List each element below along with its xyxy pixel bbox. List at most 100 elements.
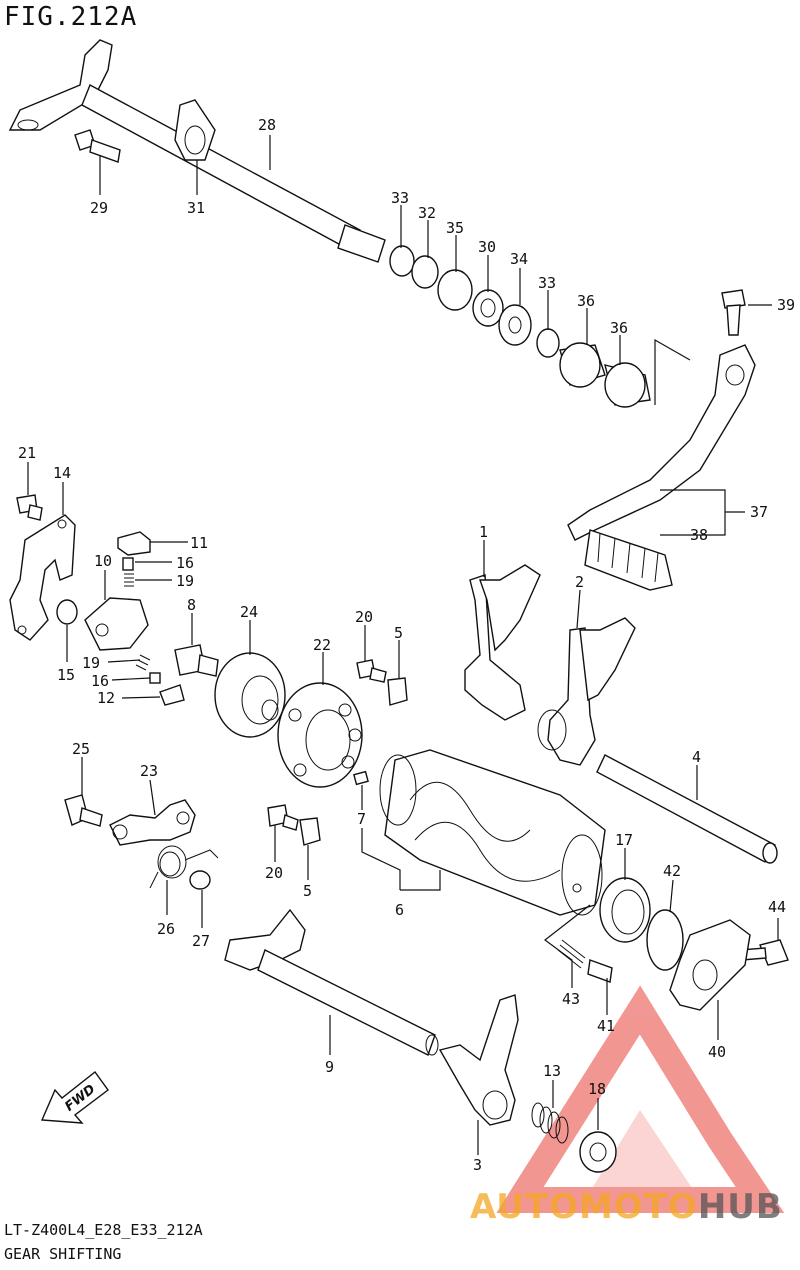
callout-18: 18 (588, 1080, 606, 1098)
section-name: GEAR SHIFTING (4, 1245, 122, 1263)
pin-16-lower (149, 672, 161, 684)
watermark-text: AUTOMOTOHUB (470, 1187, 783, 1227)
shift-shaft-28 (8, 39, 386, 263)
washer-18 (579, 1131, 617, 1173)
spring-13 (531, 1102, 569, 1144)
callout-33-upper: 33 (391, 189, 409, 207)
callout-8: 8 (187, 596, 196, 614)
callout-13: 13 (543, 1062, 561, 1080)
callout-34: 34 (510, 250, 528, 268)
cam-stopper-10 (84, 597, 149, 651)
spring-19-top (124, 573, 134, 587)
callout-40: 40 (708, 1043, 726, 1061)
stopper-arm-23 (109, 799, 196, 846)
washer-27 (189, 870, 211, 890)
small-bolt-21 (16, 494, 43, 521)
leader-lines (27, 135, 779, 1155)
washer-5-upper (387, 677, 408, 706)
cam-pin-8 (174, 644, 219, 677)
bolt-20-lower (267, 804, 299, 831)
bearing-22 (277, 682, 363, 788)
callout-36-a: 36 (577, 292, 595, 310)
callout-28: 28 (258, 116, 276, 134)
spring-19-lower (135, 654, 151, 671)
callout-19-upper: 19 (176, 572, 194, 590)
sensor-cover-40 (669, 919, 751, 1011)
callout-20-upper: 20 (355, 608, 373, 626)
callout-7: 7 (357, 810, 366, 828)
pin-16-top (122, 557, 134, 571)
callout-29: 29 (90, 199, 108, 217)
shift-fork-2 (537, 617, 636, 766)
callout-11: 11 (190, 534, 208, 552)
pin-7 (353, 770, 369, 786)
shift-cam-24 (214, 652, 286, 738)
callout-24: 24 (240, 603, 258, 621)
watermark-brand-part2: HUB (698, 1187, 783, 1227)
callout-16-upper: 16 (176, 554, 194, 572)
seal-row (389, 245, 651, 408)
gear-shift-lever-37 (567, 344, 756, 591)
shift-fork-3 (438, 994, 519, 1126)
spring-26 (149, 845, 219, 889)
o-ring-42 (646, 909, 684, 971)
bolt-25 (64, 794, 103, 827)
washer-5-lower (299, 817, 321, 846)
callout-26: 26 (157, 920, 175, 938)
watermark-logo (496, 985, 785, 1213)
callout-5-lower: 5 (303, 882, 312, 900)
bolt-29 (74, 129, 121, 163)
bolt-44 (739, 939, 789, 966)
spring-43-pin-41 (557, 939, 613, 983)
figure-title: FIG.212A (4, 2, 138, 32)
callout-39: 39 (777, 296, 795, 314)
bearing-17 (599, 877, 651, 943)
fork-shaft-4 (596, 754, 778, 864)
stopper-plate-14 (9, 514, 76, 641)
callout-23: 23 (140, 762, 158, 780)
callout-3: 3 (473, 1156, 482, 1174)
callout-20-lower: 20 (265, 864, 283, 882)
callout-14: 14 (53, 464, 71, 482)
callout-43: 43 (562, 990, 580, 1008)
callout-22: 22 (313, 636, 331, 654)
callout-labels: 28 29 31 33 3 2 35 30 34 33 36 36 39 21 1… (18, 116, 795, 1174)
shift-fork-1 (464, 564, 541, 721)
callout-9: 9 (325, 1058, 334, 1076)
bolt-39 (721, 289, 746, 336)
guide-12 (159, 684, 185, 706)
bolt-20-upper (356, 659, 387, 683)
callout-38: 38 (690, 526, 708, 544)
callout-30: 30 (478, 238, 496, 256)
callout-5-upper: 5 (394, 624, 403, 642)
callout-1: 1 (479, 523, 488, 541)
callout-27: 27 (192, 932, 210, 950)
callout-21: 21 (18, 444, 36, 462)
callout-44: 44 (768, 898, 786, 916)
callout-25: 25 (72, 740, 90, 758)
callout-37: 37 (750, 503, 768, 521)
callout-17: 17 (615, 831, 633, 849)
callout-41: 41 (597, 1017, 615, 1035)
callout-31: 31 (187, 199, 205, 217)
callout-2: 2 (575, 573, 584, 591)
callout-15: 15 (57, 666, 75, 684)
callout-10: 10 (94, 552, 112, 570)
pawl-11 (117, 531, 151, 556)
shift-drum-6 (379, 749, 606, 916)
model-code: LT-Z400L4_E28_E33_212A (4, 1221, 203, 1239)
fwd-arrow-icon: FWD (40, 1070, 109, 1124)
callout-12: 12 (97, 689, 115, 707)
svg-text:AUTOMOTOHUB: AUTOMOTOHUB (470, 1187, 783, 1227)
callout-4: 4 (692, 748, 701, 766)
callout-33-lower: 33 (538, 274, 556, 292)
callout-35: 35 (446, 219, 464, 237)
callout-36-b: 36 (610, 319, 628, 337)
watermark-brand-part1: AUTOMOTO (470, 1187, 698, 1227)
callout-16-lower: 16 (91, 672, 109, 690)
washer-15 (56, 599, 78, 625)
gearshift-shaft-9 (224, 908, 439, 1056)
callout-42: 42 (663, 862, 681, 880)
callout-19-lower: 19 (82, 654, 100, 672)
